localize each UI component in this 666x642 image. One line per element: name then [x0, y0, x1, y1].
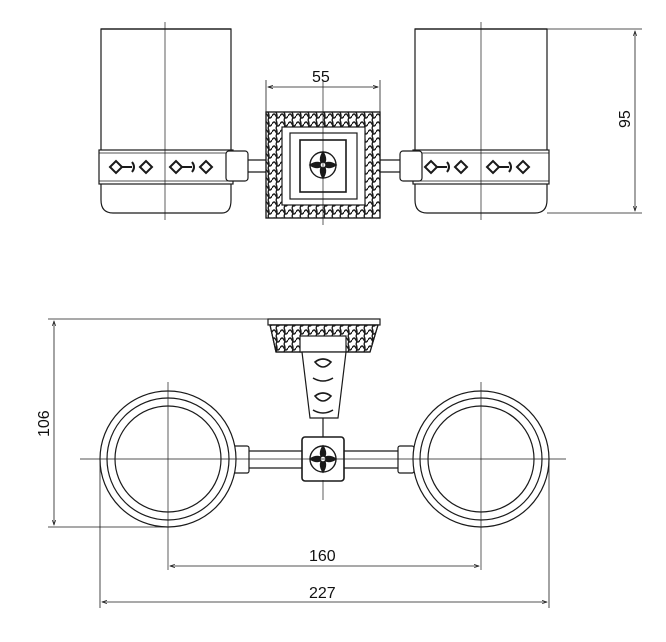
wall-plate-top [267, 318, 381, 353]
front-view [98, 22, 550, 225]
arm-top [232, 445, 415, 474]
central-hub-top [301, 418, 345, 482]
right-band-ornament [423, 159, 531, 175]
dimension-mount-width [265, 80, 381, 112]
top-view [80, 318, 566, 570]
dimension-height-front-label: 95 [617, 110, 634, 128]
dimension-overall-width-label: 227 [309, 585, 336, 602]
left-tumbler-front [98, 28, 234, 214]
dimension-mount-width-label: 55 [312, 69, 330, 86]
left-band-ornament [108, 159, 214, 175]
stem-top [301, 351, 347, 419]
dimension-overall-width [99, 459, 550, 608]
centerlines-top [80, 382, 566, 570]
dimension-depth-side-label: 106 [36, 410, 53, 437]
dimension-height-front [547, 28, 642, 214]
dimension-depth-side [48, 318, 268, 528]
centerlines-front [164, 22, 482, 225]
dimension-center-spacing-label: 160 [309, 548, 336, 565]
